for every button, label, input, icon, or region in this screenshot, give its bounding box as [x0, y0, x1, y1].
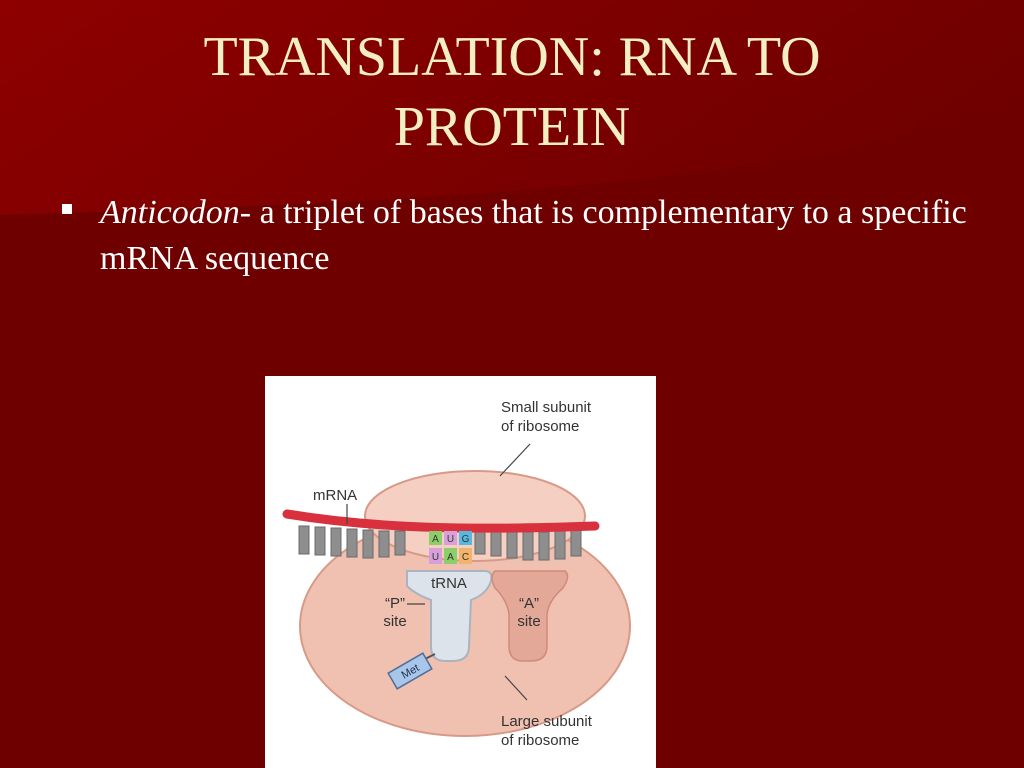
a-site-pocket [491, 570, 569, 662]
bullet-definition: a triplet of bases that is complementary… [100, 194, 967, 277]
small-subunit-leader [499, 443, 531, 477]
codon-base-3: G [462, 534, 470, 545]
ribosome-figure: A U G U A C Met Small subunit of ribosom… [265, 376, 656, 768]
codon-base-1: A [432, 534, 439, 545]
mrna-strand [282, 509, 600, 533]
title-line-2: PROTEIN [393, 96, 631, 158]
bullet-text: Anticodon- a triplet of bases that is co… [100, 190, 1002, 282]
trna-label: tRNA [431, 575, 467, 592]
mrna-label: mRNA [313, 487, 357, 504]
a-site-label-1: “A” [519, 595, 539, 612]
small-subunit-label-2: of ribosome [501, 418, 579, 435]
p-site-label-2: site [383, 613, 406, 630]
small-subunit-label-1: Small subunit [501, 399, 592, 416]
large-subunit-label-1: Large subunit [501, 713, 593, 730]
p-site-label-1: “P” [385, 595, 405, 612]
codon-base-2: U [447, 534, 454, 545]
a-site-label-2: site [517, 613, 540, 630]
title-line-1: TRANSLATION: RNA TO [203, 26, 821, 88]
anticodon-base-2: A [447, 552, 454, 563]
anticodon-base-1: U [432, 552, 439, 563]
bullet-dash: - [239, 194, 260, 231]
bullet-term: Anticodon [100, 194, 240, 231]
bullet-item: Anticodon- a triplet of bases that is co… [62, 190, 1002, 282]
anticodon-base-3: C [462, 552, 469, 563]
trna-shape [406, 570, 493, 662]
codon-bases [429, 531, 472, 545]
slide-title: TRANSLATION: RNA TO PROTEIN [0, 22, 1024, 162]
met-box [387, 652, 433, 690]
large-subunit-label-2: of ribosome [501, 732, 579, 749]
large-subunit-leader [504, 675, 528, 701]
ribosome-diagram: A U G U A C Met Small subunit of ribosom… [282, 399, 631, 749]
anticodon-bases [429, 548, 472, 564]
square-bullet-icon [62, 204, 72, 214]
